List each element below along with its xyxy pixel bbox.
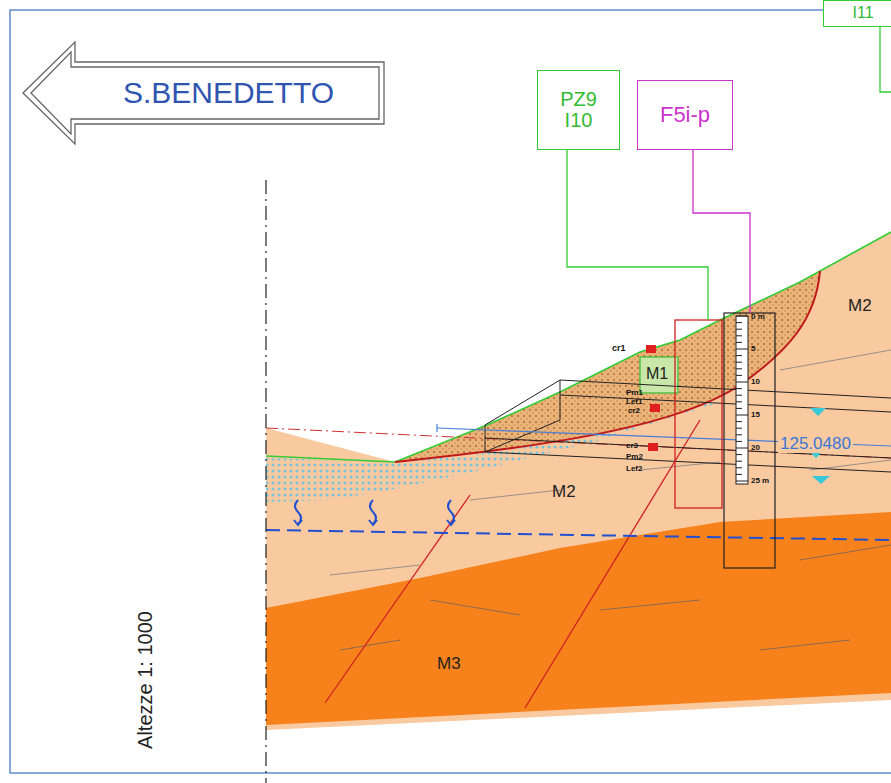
frame — [10, 10, 891, 773]
instrument-tube — [675, 320, 722, 508]
seepage-arrows — [294, 500, 455, 525]
sensor-label: Lef2 — [626, 465, 642, 473]
axis-line — [265, 180, 266, 783]
depth-label: 10 — [751, 378, 760, 386]
leader-line — [693, 150, 750, 313]
leader-line — [880, 24, 891, 92]
layer-m2 — [266, 232, 891, 730]
leader-line — [567, 150, 708, 320]
faults — [325, 420, 700, 708]
dash-dot-line — [266, 428, 891, 458]
node-text: S.BENEDETTO — [123, 77, 334, 109]
layer-label: M1 — [646, 366, 668, 382]
depth-label: 15 — [751, 411, 760, 419]
sensor-label: cr1 — [612, 344, 626, 353]
sensor-label: cr2 — [628, 407, 640, 415]
borehole-tag: F5i-p — [637, 80, 733, 150]
depth-scale — [736, 316, 748, 484]
node-text: F5i-p — [660, 103, 710, 126]
drain-structure — [485, 380, 891, 472]
depth-ticks — [736, 316, 748, 481]
m1-block — [640, 357, 678, 393]
slip-surface — [395, 271, 820, 462]
scale-label: Altezze 1: 1000 — [135, 611, 155, 749]
node-text: PZ9 I10 — [550, 89, 607, 131]
layer-label: M2 — [552, 483, 576, 500]
landslide-body — [395, 271, 820, 462]
node-text: I11 — [852, 5, 873, 22]
sensor-label: Lef1 — [626, 398, 642, 406]
sensor-label: Pm1 — [626, 389, 643, 397]
instrument-tag: PZ9 I10 — [537, 70, 620, 150]
layer-label: M2 — [848, 297, 872, 314]
sensor-label: Pm2 — [626, 453, 643, 461]
bedding-lines-m3 — [340, 545, 891, 650]
sensor-marks — [646, 345, 660, 451]
sensor-label: cr3 — [626, 442, 638, 450]
depth-label: 25 m — [751, 477, 769, 485]
instrument-tag: I11 — [823, 0, 891, 27]
water-table — [266, 530, 891, 540]
depth-label: 20 — [751, 444, 760, 452]
elevation-label: 125.0480 — [778, 434, 853, 453]
borehole-column — [724, 313, 775, 568]
direction-arrow: S.BENEDETTO — [22, 40, 385, 146]
depth-label: 5 — [751, 345, 755, 353]
depth-label: 0 m — [751, 313, 765, 321]
layer-m3 — [266, 512, 891, 725]
layer-label: M3 — [437, 655, 461, 672]
